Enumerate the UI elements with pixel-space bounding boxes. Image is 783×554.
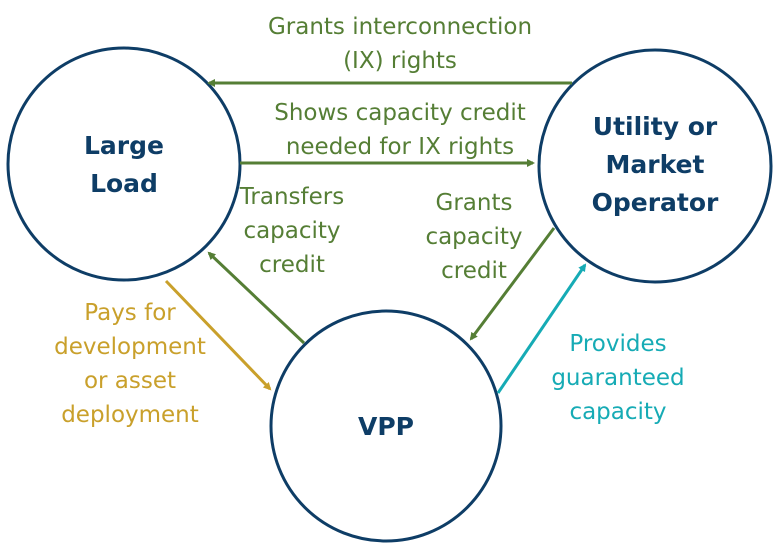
edge-label-provides-capacity-line1: Provides: [569, 331, 667, 357]
edge-label-grants-credit-line2: capacity: [425, 224, 523, 250]
edge-label-transfers-credit-line1: Transfers: [239, 184, 345, 210]
edge-label-provides-capacity: Provides guaranteed capacity: [543, 327, 693, 429]
node-utility-line1: Utility or: [592, 112, 718, 141]
edge-label-shows-capacity-line1: Shows capacity credit: [274, 100, 526, 126]
edge-label-grants-ix-line2: (IX) rights: [343, 48, 457, 74]
arrow-transfers-credit: [207, 251, 306, 345]
arrow-grants-credit: [469, 227, 556, 341]
node-large-load-label: Large Load: [60, 127, 188, 203]
node-utility-label: Utility or Market Operator: [575, 108, 735, 222]
node-utility-line3: Operator: [591, 188, 719, 217]
arrow-pays-for: [164, 279, 272, 391]
edge-label-pays-for-line2: development: [54, 334, 206, 360]
edge-label-transfers-credit: Transfers capacity credit: [232, 180, 352, 282]
node-utility-line2: Market: [605, 150, 705, 179]
edge-label-transfers-credit-line3: credit: [259, 252, 325, 278]
edge-label-grants-ix-line1: Grants interconnection: [267, 14, 533, 40]
edge-label-grants-credit: Grants capacity credit: [414, 186, 534, 288]
edge-label-provides-capacity-line2: guaranteed: [551, 365, 685, 391]
node-utility-circle: [537, 48, 773, 284]
edge-label-grants-credit-line3: credit: [441, 258, 507, 284]
edge-label-pays-for-line1: Pays for: [84, 300, 176, 326]
arrow-provides-capacity: [496, 263, 587, 394]
edge-label-pays-for-line4: deployment: [61, 402, 199, 428]
edge-label-pays-for-line3: or asset: [83, 368, 177, 394]
node-large-load-line2: Load: [90, 169, 158, 198]
edge-label-provides-capacity-line3: capacity: [569, 399, 667, 425]
edge-label-shows-capacity: Shows capacity credit needed for IX righ…: [220, 96, 580, 164]
edge-label-grants-ix: Grants interconnection (IX) rights: [220, 10, 580, 78]
node-vpp-line1: VPP: [358, 412, 414, 441]
edge-label-transfers-credit-line2: capacity: [243, 218, 341, 244]
node-vpp-label: VPP: [326, 408, 446, 446]
edge-label-pays-for: Pays for development or asset deployment: [42, 296, 218, 432]
node-large-load-line1: Large: [84, 131, 164, 160]
edge-label-shows-capacity-line2: needed for IX rights: [285, 134, 515, 160]
node-vpp-circle: [269, 309, 503, 543]
edge-label-grants-credit-line1: Grants: [435, 190, 513, 216]
